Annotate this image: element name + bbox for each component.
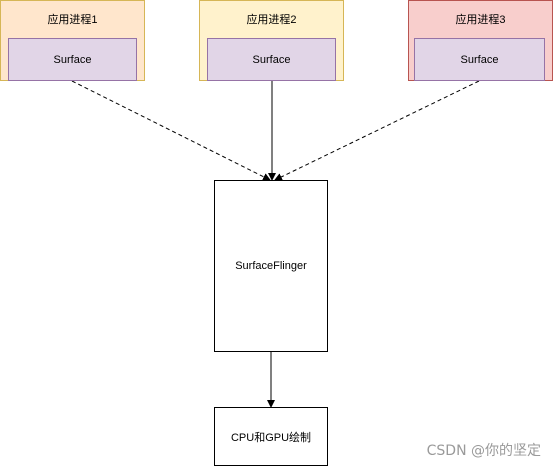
process-2-surface: Surface (207, 38, 336, 81)
cpu-gpu-render-box: CPU和GPU绘制 (214, 407, 328, 466)
process-1-title: 应用进程1 (47, 14, 98, 26)
process-1-surface: Surface (8, 38, 137, 81)
process-2-title: 应用进程2 (246, 14, 297, 26)
edge-surface3-to-flinger (274, 80, 480, 181)
process-3-surface: Surface (414, 38, 545, 81)
csdn-watermark: CSDN @你的坚定 (426, 443, 541, 459)
process-3-title: 应用进程3 (455, 14, 506, 26)
surfaceflinger-box: SurfaceFlinger (214, 180, 328, 352)
edge-surface1-to-flinger (71, 80, 271, 181)
